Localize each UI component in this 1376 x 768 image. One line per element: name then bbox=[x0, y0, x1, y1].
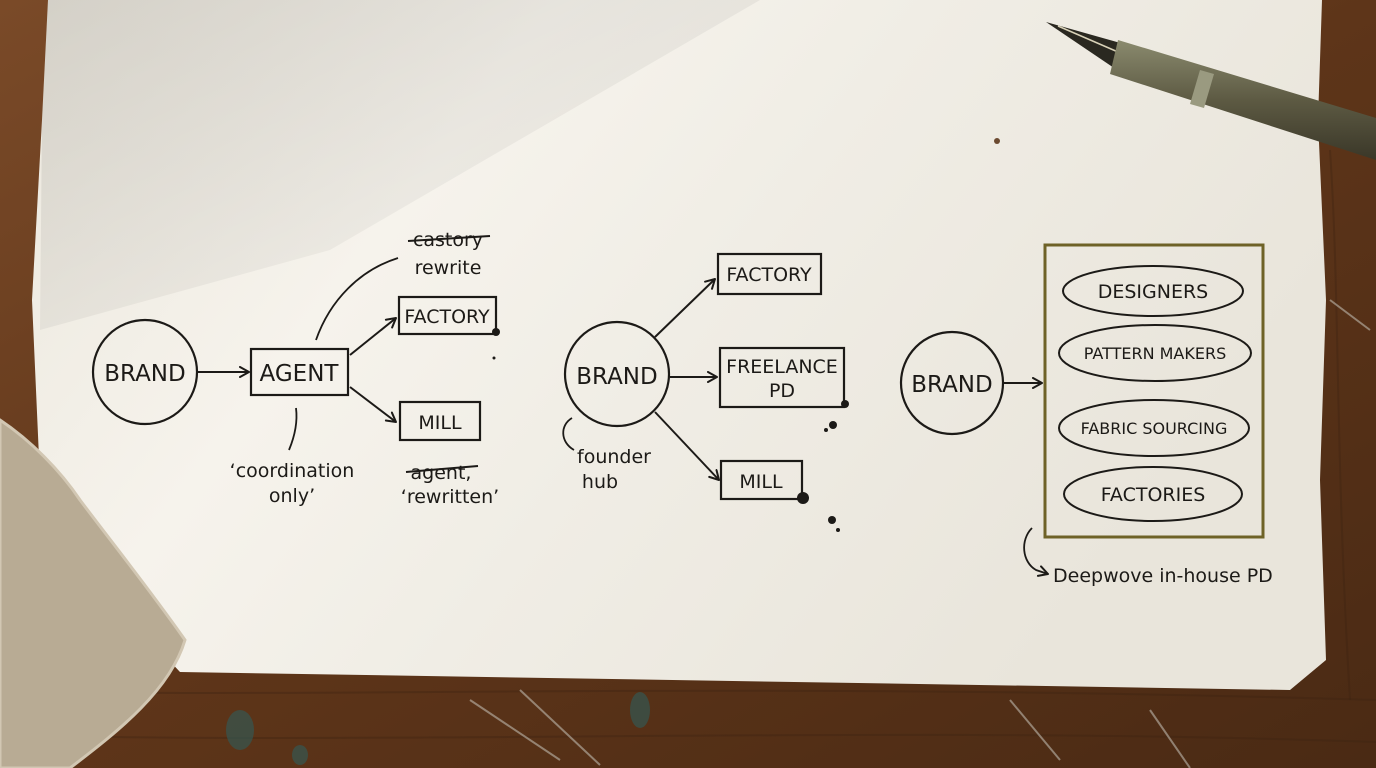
brand-label-1: BRAND bbox=[104, 361, 185, 387]
struck-agent-note: agent, bbox=[411, 462, 472, 484]
agent-label: AGENT bbox=[260, 361, 340, 387]
brand-label-3: BRAND bbox=[911, 372, 992, 398]
freelance-label-line2: PD bbox=[769, 380, 795, 402]
paper-shadow bbox=[40, 0, 760, 330]
role-pattern-makers bbox=[1058, 324, 1252, 382]
mill-node-2 bbox=[719, 459, 804, 501]
brand-node-1 bbox=[91, 318, 199, 426]
brand-node-2 bbox=[563, 320, 671, 428]
arrow-agent-mill bbox=[349, 386, 397, 423]
coordination-connector bbox=[288, 407, 298, 451]
brand-label-2: BRAND bbox=[576, 364, 657, 390]
caption-in-house-pd: Deepwove in-house PD bbox=[1053, 565, 1273, 587]
desk-paint-marks bbox=[469, 299, 1371, 768]
brand-node-3 bbox=[899, 330, 1005, 436]
role-fabric-sourcing bbox=[1058, 399, 1250, 457]
freelance-pd-node bbox=[718, 346, 846, 409]
struck-note: castory bbox=[413, 229, 483, 251]
role-label: DESIGNERS bbox=[1098, 281, 1209, 303]
note-connector bbox=[315, 257, 399, 341]
freelance-label-line1: FREELANCE bbox=[726, 356, 838, 378]
diagram-in-house-pd: BRAND DESIGNERS PATTERN MAKERS FABRIC SO… bbox=[899, 243, 1273, 587]
agent-node bbox=[249, 347, 350, 397]
role-designers bbox=[1062, 265, 1244, 317]
mill-label-1: MILL bbox=[418, 412, 462, 434]
factory-node-2 bbox=[716, 252, 823, 296]
arrow-brand-mill bbox=[654, 411, 720, 481]
strike-line-1 bbox=[407, 235, 491, 242]
diagram-founder-hub: BRAND FACTORY FREELANCE PD MILL founder … bbox=[562, 252, 846, 501]
coordination-note-line1: ‘coordination bbox=[230, 460, 355, 482]
ink-splatters bbox=[492, 138, 1000, 532]
arrow-brand-factory bbox=[654, 278, 716, 338]
strike-line-2 bbox=[405, 465, 479, 473]
coordination-note-line2: only’ bbox=[269, 485, 315, 507]
rewrite-note: rewrite bbox=[415, 257, 482, 279]
rewritten-note: ‘rewritten’ bbox=[401, 486, 499, 508]
diagram-agent-model: BRAND AGENT FACTORY MILL castory rewrite… bbox=[91, 229, 499, 508]
role-factories bbox=[1063, 466, 1243, 522]
fabric-swatch bbox=[0, 418, 187, 768]
in-house-team-box bbox=[1043, 243, 1265, 539]
role-label: FABRIC SOURCING bbox=[1081, 419, 1228, 438]
role-label: FACTORIES bbox=[1101, 484, 1206, 506]
desk-teal-stains bbox=[226, 692, 650, 765]
factory-label-1: FACTORY bbox=[404, 306, 490, 328]
founder-hub-note-line2: hub bbox=[582, 471, 618, 493]
factory-label-2: FACTORY bbox=[726, 264, 812, 286]
fountain-pen-icon bbox=[1046, 22, 1376, 160]
founder-hub-connector bbox=[562, 417, 575, 451]
role-label: PATTERN MAKERS bbox=[1084, 344, 1227, 363]
mill-node-1 bbox=[398, 400, 482, 442]
caption-connector bbox=[1023, 527, 1049, 577]
founder-hub-note-line1: founder bbox=[577, 446, 651, 468]
mill-label-2: MILL bbox=[739, 471, 783, 493]
arrow-agent-factory bbox=[349, 317, 397, 356]
factory-node-1 bbox=[397, 295, 498, 336]
